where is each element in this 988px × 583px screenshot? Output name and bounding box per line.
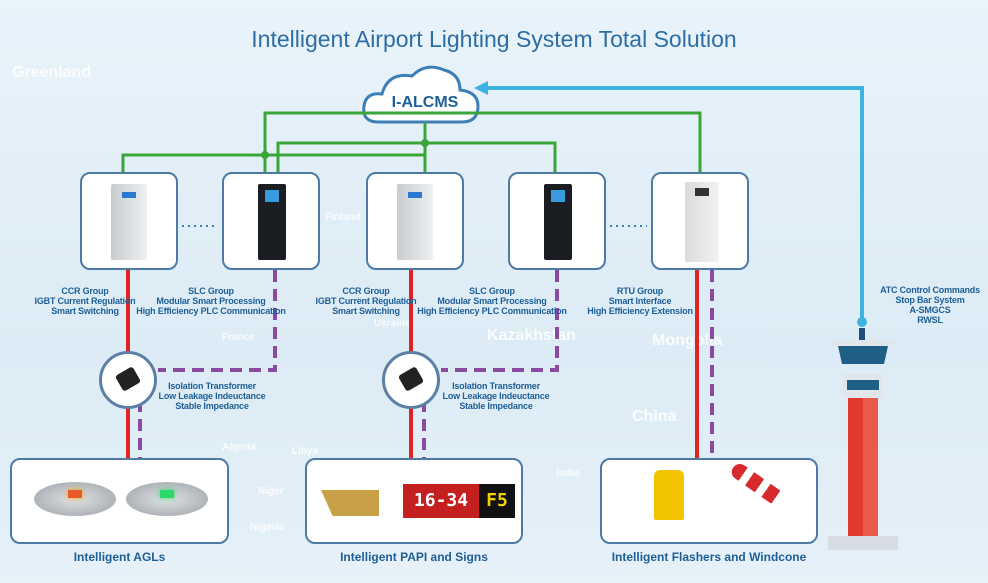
- ccr-cabinet-icon: [111, 184, 147, 260]
- runway-sign-icon: 16-34 F5: [403, 484, 515, 518]
- ccr-cabinet-box[interactable]: [80, 172, 178, 270]
- map-label: India: [556, 468, 580, 479]
- rtu-cabinet-icon: [685, 182, 719, 262]
- flashers-windcone-box[interactable]: [600, 458, 818, 544]
- page-title: Intelligent Airport Lighting System Tota…: [251, 26, 737, 52]
- agl-box[interactable]: [10, 458, 229, 544]
- bottom-label: Intelligent PAPI and Signs: [340, 550, 488, 564]
- map-label: Ukraine: [374, 318, 411, 329]
- i-alcms-cloud[interactable]: I-ALCMS: [391, 94, 459, 111]
- papi-light-icon: [321, 490, 379, 516]
- papi-signs-box[interactable]: 16-34 F5: [305, 458, 523, 544]
- control-tower-icon: [828, 328, 898, 550]
- map-label: Niger: [258, 486, 284, 497]
- flasher-icon: [654, 470, 684, 520]
- map-label: Finland: [325, 212, 361, 223]
- junction-dot: [421, 139, 429, 147]
- agl-light-icon: [34, 482, 116, 516]
- isolation-transformer-icon: [382, 351, 440, 409]
- slc-cabinet-icon: [544, 184, 572, 260]
- map-label: Greenland: [12, 64, 92, 81]
- bottom-label: Intelligent Flashers and Windcone: [611, 550, 807, 564]
- network-lines: [121, 111, 702, 172]
- windcone-icon: [728, 460, 786, 508]
- ccr-cabinet-box[interactable]: [366, 172, 464, 270]
- plc-lines: [138, 270, 714, 460]
- bottom-label: Intelligent AGLs: [73, 550, 166, 564]
- map-label: Mongolia: [652, 332, 723, 349]
- agl-light-icon: [126, 482, 208, 516]
- map-label: Libya: [292, 446, 319, 457]
- arrow-icon: [474, 81, 488, 95]
- junction-dot: [261, 151, 269, 159]
- cloud-icon: [362, 65, 480, 124]
- atc-link: [482, 86, 864, 320]
- map-label: France: [222, 332, 255, 343]
- slc-cabinet-box[interactable]: [222, 172, 320, 270]
- slc-cabinet-icon: [258, 184, 286, 260]
- map-label: China: [632, 408, 677, 425]
- rtu-cabinet-box[interactable]: [651, 172, 749, 270]
- ccr-cabinet-icon: [397, 184, 433, 260]
- slc-cabinet-box[interactable]: [508, 172, 606, 270]
- isolation-transformer-icon: [99, 351, 157, 409]
- map-label: Nigeria: [250, 522, 284, 533]
- map-label: Algeria: [222, 442, 256, 453]
- map-label: Kazakhstan: [487, 327, 576, 344]
